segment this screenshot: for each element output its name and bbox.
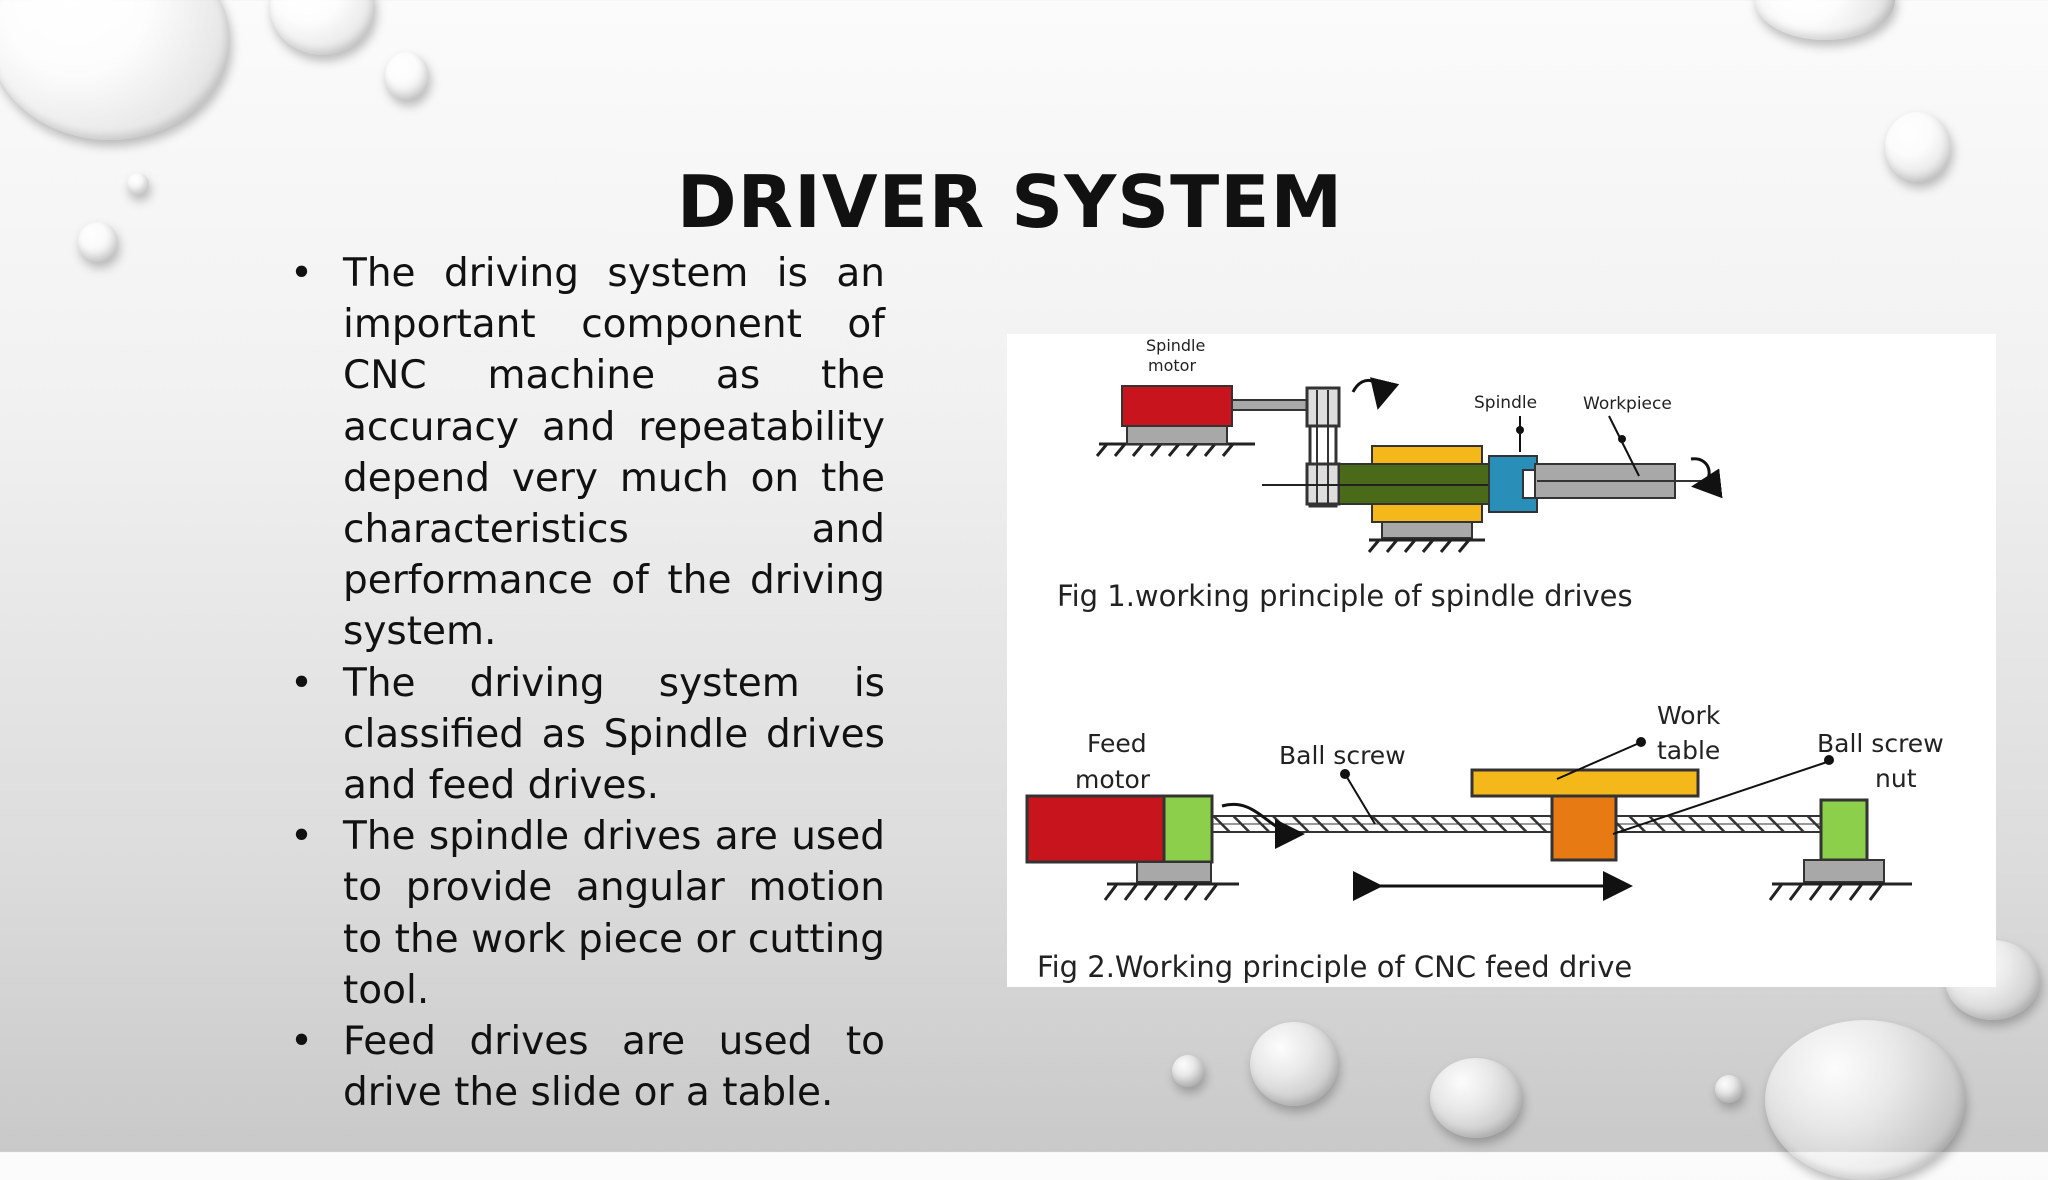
water-drop: [1755, 0, 1895, 40]
motor-shaft: [1231, 399, 1313, 411]
water-drop: [1715, 1075, 1743, 1103]
water-drop: [1250, 1022, 1338, 1106]
drive-diagrams-figure: Spindle motor Spindle Workpiece Fig 1.wo…: [1007, 334, 1996, 987]
bullet-item: The spindle drives are used to provide a…: [290, 811, 885, 1016]
spindle-motor-base: [1126, 425, 1228, 445]
fig2-feed-drive: Feed motor Ball screw Work table Ball sc…: [1025, 701, 1944, 984]
work-table: [1470, 768, 1700, 798]
water-drop: [1172, 1055, 1204, 1087]
bullet-item: The driving system is classified as Spin…: [290, 658, 885, 812]
ball-screw-nut: [1550, 794, 1618, 862]
bullet-item: Feed drives are used to drive the slide …: [290, 1016, 885, 1118]
spindle-motor: [1121, 385, 1233, 427]
label-work-table-line1: Work: [1657, 701, 1721, 730]
feed-motor-coupling: [1162, 794, 1214, 864]
label-feed-motor-line1: Feed: [1087, 729, 1147, 758]
label-ball-screw-nut-line1: Ball screw: [1817, 729, 1944, 758]
label-ball-screw: Ball screw: [1279, 741, 1406, 770]
label-feed-motor-line2: motor: [1075, 765, 1151, 794]
fig1-caption: Fig 1.working principle of spindle drive…: [1057, 579, 1633, 613]
water-drop: [1765, 1020, 1965, 1180]
water-drop: [1430, 1058, 1522, 1138]
ground-symbol: [1095, 442, 1255, 457]
label-spindle-motor-line1: Spindle: [1146, 336, 1205, 355]
water-drop: [385, 52, 429, 100]
label-ball-screw-nut-line2: nut: [1875, 764, 1917, 793]
pulley-upper: [1305, 386, 1341, 428]
label-work-table-line2: table: [1657, 736, 1720, 765]
slide-title: DRIVER SYSTEM: [676, 160, 1344, 245]
water-drop: [270, 0, 375, 55]
label-spindle: Spindle: [1474, 393, 1537, 413]
fig1-spindle-drive: Spindle motor Spindle Workpiece Fig 1.wo…: [1057, 336, 1723, 613]
feed-motor: [1025, 794, 1169, 864]
label-workpiece: Workpiece: [1583, 394, 1672, 414]
water-drop: [1885, 112, 1951, 182]
water-drop: [127, 173, 149, 195]
label-spindle-motor-line2: motor: [1148, 356, 1196, 375]
fig2-caption: Fig 2.Working principle of CNC feed driv…: [1037, 950, 1632, 984]
bullet-list: The driving system is an important compo…: [290, 248, 885, 1118]
water-drop: [78, 222, 118, 262]
screw-support-bearing: [1819, 798, 1869, 862]
water-drop: [0, 0, 230, 140]
bullet-item: The driving system is an important compo…: [290, 248, 885, 658]
